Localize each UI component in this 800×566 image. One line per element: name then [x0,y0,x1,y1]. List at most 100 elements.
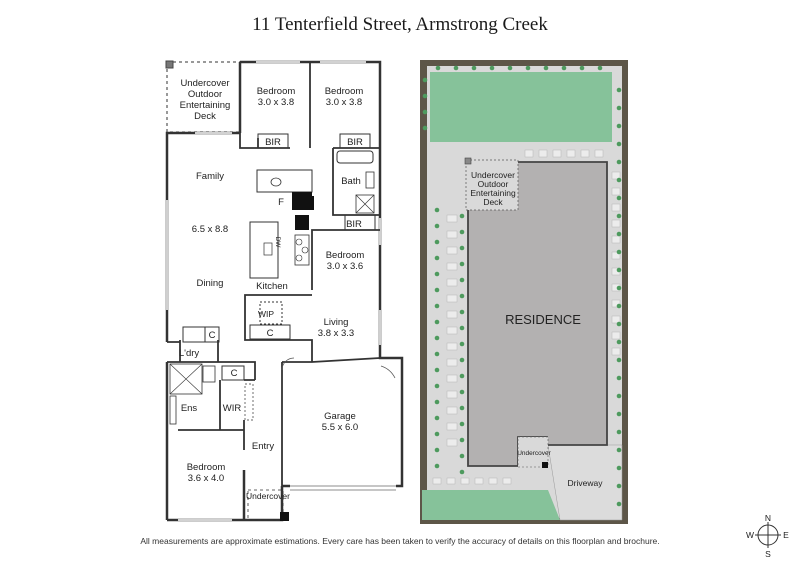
deck-label-1: Undercover [180,78,229,89]
shrub [616,267,622,273]
floor-plan-labels: Undercover Outdoor Entertaining Deck Bed… [179,78,365,501]
shrub [616,87,622,93]
ensuite-shower [169,363,203,395]
stepping-stone [446,390,458,399]
shrub [616,213,622,219]
shrub [616,501,622,507]
post [542,462,548,468]
site-undercover-label: Undercover [517,450,551,457]
bir-label: BIR [346,219,362,230]
bath-label: Bath [341,176,361,187]
stepping-stone [488,477,498,485]
shrub [459,437,465,443]
stepping-stone [594,149,604,158]
shrub [459,325,465,331]
stepping-stone [566,149,576,158]
deck-post [165,60,174,69]
bedroom1-name: Bedroom [187,462,226,473]
shrub [434,447,440,453]
shrub [543,65,549,71]
shrub [434,207,440,213]
shrub [459,229,465,235]
cooktop [294,234,310,266]
stepping-stone [611,219,621,228]
shrub [434,287,440,293]
wip-shelves [259,301,283,325]
stepping-stone [446,262,458,271]
shrub [434,271,440,277]
shrub [459,469,465,475]
shrub [434,335,440,341]
stepping-stone [446,214,458,223]
shrub [435,65,441,71]
floor-plan [165,60,404,522]
shrub [616,123,622,129]
kitchen-label: Kitchen [256,281,288,292]
shrub [434,255,440,261]
entry-label: Entry [252,441,274,452]
bir-closet [344,214,376,231]
cupboard [221,365,245,381]
powder-room [256,169,313,193]
shrub [616,195,622,201]
dining-label: Dining [197,278,224,289]
stepping-stone [446,477,456,485]
shrub [616,105,622,111]
residence-label: RESIDENCE [505,312,581,327]
shrub [616,393,622,399]
shrub [459,421,465,427]
shrub [616,375,622,381]
shrub [434,223,440,229]
wip-label: WIP [258,309,274,319]
bedroom3-dim: 3.0 x 3.8 [326,97,362,108]
shrub [616,447,622,453]
shrub [459,453,465,459]
bir-label: BIR [265,137,281,148]
site-deck-label-2: Outdoor [478,179,509,189]
shrub [422,109,428,115]
shrub [525,65,531,71]
stepping-stone [552,149,562,158]
deck-post [464,157,472,165]
stepping-stone [446,342,458,351]
compass-west: W [746,530,754,540]
site-plan: Undercover Outdoor Entertaining Deck RES… [420,60,628,524]
shrub [459,277,465,283]
deck-label-3: Entertaining [180,100,231,111]
shrub [616,429,622,435]
compass-east: E [783,530,789,540]
shrub [616,231,622,237]
shrub [616,177,622,183]
shrub [434,415,440,421]
shrub [597,65,603,71]
post [280,512,289,521]
wir-label: WIR [223,403,242,414]
cupboard-label: C [267,328,274,339]
compass: N S E W [746,513,789,559]
stepping-stone [446,438,458,447]
shrub [434,367,440,373]
stepping-stone [611,347,621,356]
site-decor [422,65,622,507]
shrub [459,357,465,363]
stepping-stone [611,203,621,212]
undercover-outline [247,489,284,521]
deck-label-4: Deck [194,111,216,122]
shrub [616,141,622,147]
stepping-stone [460,477,470,485]
wir-rail [244,383,254,421]
driveway-label: Driveway [568,478,604,488]
stepping-stone [432,477,442,485]
kitchen-island [249,221,279,279]
bedroom1-dim: 3.6 x 4.0 [188,473,224,484]
shrub [459,405,465,411]
shrub [616,339,622,345]
disclaimer: All measurements are approximate estimat… [140,536,660,546]
sink [263,242,273,256]
toilet [202,365,216,383]
stepping-stone [446,230,458,239]
bathtub [336,150,374,164]
stepping-stone [611,315,621,324]
deck-label-2: Outdoor [188,89,222,100]
stepping-stone [446,374,458,383]
